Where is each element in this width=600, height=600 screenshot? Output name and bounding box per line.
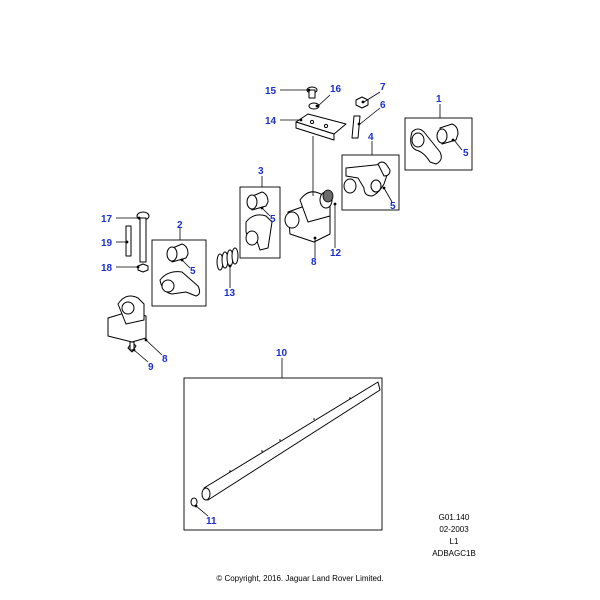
dowel-pin [129, 341, 135, 351]
callout-17: 17 [101, 214, 113, 225]
reference-code: G01.140 [439, 513, 470, 522]
callout-8-left: 8 [162, 354, 168, 365]
callout-5-group-4: 5 [390, 201, 396, 212]
bracket-plate [295, 113, 347, 141]
callout-15: 15 [265, 86, 277, 97]
small-nut [137, 263, 149, 273]
rocker-arm-group-4 [343, 161, 391, 197]
rocker-arm-group-3 [245, 191, 273, 251]
callout-13: 13 [224, 288, 236, 299]
callout-labels: 1 2 3 4 5 5 5 5 6 7 8 8 9 10 11 12 13 14… [101, 82, 469, 527]
reference-image-id: ADBAGC1B [432, 549, 476, 558]
callout-3: 3 [258, 166, 264, 177]
pedestal-center [284, 191, 333, 243]
callout-5-group-1: 5 [463, 148, 469, 159]
callout-11: 11 [206, 516, 217, 527]
callout-5-group-3: 5 [270, 214, 276, 225]
callout-12: 12 [330, 248, 342, 259]
callout-1: 1 [436, 94, 442, 105]
leader-lines [116, 88, 463, 517]
pedestal-left [107, 295, 147, 353]
callout-16: 16 [330, 84, 342, 95]
rocker-shaft [190, 381, 381, 507]
thrust-washer [322, 189, 334, 203]
callout-4: 4 [368, 132, 374, 143]
copyright-notice: © Copyright, 2016. Jaguar Land Rover Lim… [216, 574, 384, 583]
callout-8-center: 8 [311, 257, 317, 268]
short-stud [125, 225, 132, 257]
callout-9: 9 [148, 362, 154, 373]
rocker-arm-group-2 [159, 243, 201, 297]
reference-block: G01.140 02-2003 L1 ADBAGC1B [432, 513, 476, 558]
callout-19: 19 [101, 238, 113, 249]
callout-14: 14 [265, 116, 277, 127]
callout-10: 10 [276, 348, 288, 359]
bolt [306, 86, 318, 99]
callout-7: 7 [380, 82, 386, 93]
long-bolt [136, 211, 150, 263]
callout-2: 2 [177, 220, 183, 231]
rocker-arm-group-1 [410, 123, 459, 165]
callout-6: 6 [380, 100, 386, 111]
spring [216, 247, 239, 271]
callout-5-group-2: 5 [190, 266, 196, 277]
callout-18: 18 [101, 263, 113, 274]
reference-level: L1 [450, 537, 459, 546]
stud [351, 115, 361, 139]
washer [308, 102, 320, 110]
reference-date: 02-2003 [439, 525, 469, 534]
